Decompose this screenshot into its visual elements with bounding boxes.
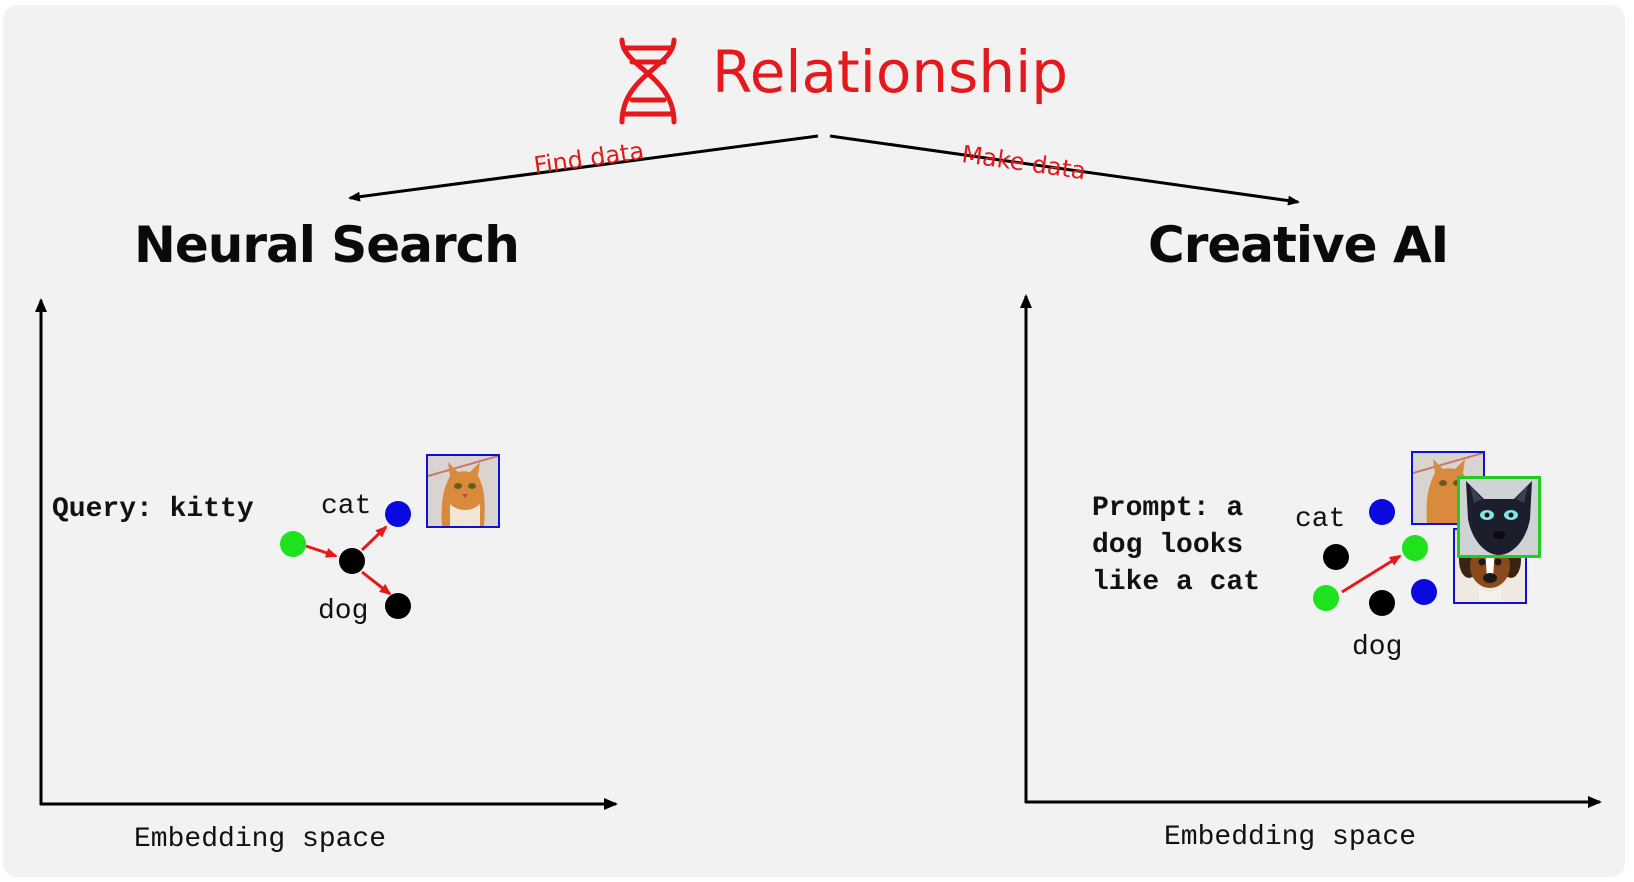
- dog-cat-generated-image: [1457, 476, 1541, 558]
- prompt-to-generated-arrow: [1341, 554, 1402, 594]
- cat-label: cat: [321, 491, 372, 522]
- creative-dog-label: dog: [1352, 632, 1403, 663]
- prompt-point: [1313, 585, 1339, 611]
- dog-label: dog: [318, 596, 369, 627]
- cat-point: [385, 501, 411, 527]
- prompt-line-1: Prompt: a: [1092, 493, 1244, 524]
- diagram-panel: [3, 5, 1625, 877]
- left-axis-label: Embedding space: [134, 824, 387, 855]
- dna-icon: [619, 37, 677, 125]
- find-data-arrow: [348, 134, 819, 202]
- dog-result-point: [1411, 579, 1437, 605]
- cat-concept-point: [1323, 544, 1349, 570]
- right-axis-label: Embedding space: [1164, 822, 1417, 853]
- diagram-title: Relationship: [712, 38, 1069, 106]
- creative-cat-label: cat: [1295, 504, 1346, 535]
- prompt-line-3: like a cat: [1092, 567, 1261, 598]
- creative-ai-heading: Creative AI: [1148, 216, 1449, 274]
- cat-result-point: [1369, 499, 1395, 525]
- concept-to-dog-arrow: [361, 570, 392, 596]
- make-data-arrow: [829, 134, 1300, 206]
- generated-point: [1402, 535, 1428, 561]
- query-text: Query: kitty: [52, 494, 254, 525]
- neural-search-heading: Neural Search: [134, 216, 520, 274]
- concept-point: [339, 548, 365, 574]
- concept-to-cat-arrow: [360, 525, 388, 552]
- query-point: [280, 531, 306, 557]
- dog-point: [385, 593, 411, 619]
- cat-photo: [426, 454, 500, 528]
- query-to-concept-arrow: [305, 544, 338, 558]
- prompt-line-2: dog looks: [1092, 530, 1244, 561]
- dog-concept-point: [1369, 590, 1395, 616]
